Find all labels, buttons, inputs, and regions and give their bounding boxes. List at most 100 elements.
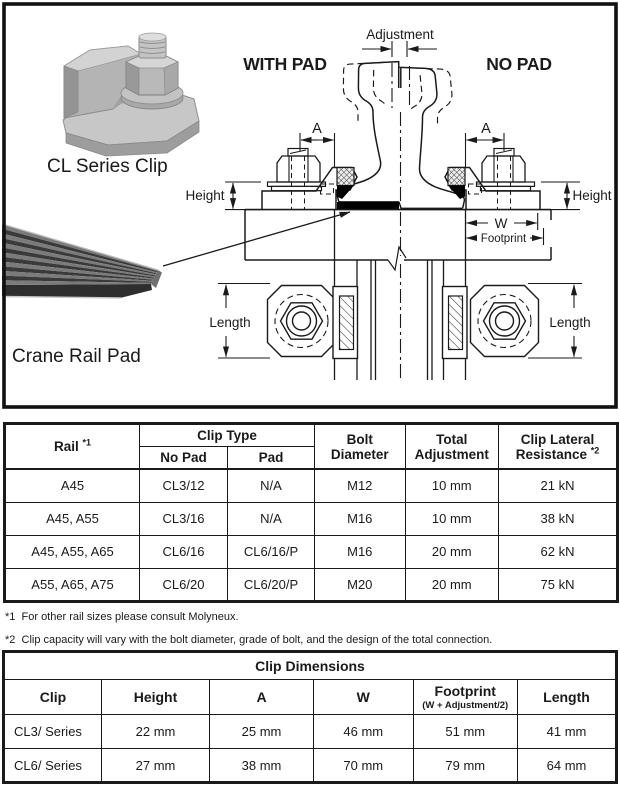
table2-title: Clip Dimensions bbox=[3, 651, 617, 680]
cell-height: 22 mm bbox=[101, 714, 210, 749]
cell-text: No Pad bbox=[160, 450, 207, 465]
cell-a: 38 mm bbox=[209, 748, 314, 783]
cell-bolt: M12 bbox=[314, 468, 406, 503]
diagram-panel: CL Series Clip Crane Rail Pad bbox=[1, 2, 618, 409]
cell-text: Clip Dimensions bbox=[255, 658, 365, 674]
cell-w: 70 mm bbox=[313, 748, 414, 783]
dim-a-right-label: A bbox=[481, 121, 491, 137]
clip-photo bbox=[62, 32, 200, 157]
pad-photo bbox=[1, 223, 162, 299]
cell-text: Bolt bbox=[346, 431, 373, 447]
cell-a: 25 mm bbox=[209, 714, 314, 749]
cell-bolt: M16 bbox=[314, 534, 406, 569]
height-left-label: Height bbox=[185, 188, 224, 203]
cell-w: 46 mm bbox=[313, 714, 414, 749]
clip-dimensions-table: Clip Dimensions Clip Height A W Footprin… bbox=[2, 650, 618, 784]
table-row: A45, A55 CL3/16 N/A M16 10 mm 38 kN bbox=[4, 501, 619, 536]
w-label: W bbox=[495, 216, 508, 231]
cell-text: Length bbox=[543, 689, 590, 705]
cell-footprint: 79 mm bbox=[412, 748, 518, 783]
footnote-1: *1 For other rail sizes please consult M… bbox=[5, 611, 239, 623]
footnote-2: *2 Clip capacity will vary with the bolt… bbox=[5, 634, 493, 646]
cell-resistance: 75 kN bbox=[498, 567, 619, 602]
cell-clip: CL6/ Series bbox=[3, 748, 102, 783]
cell-clip: CL3/ Series bbox=[3, 714, 102, 749]
col-header-a: A bbox=[209, 679, 314, 715]
pad-caption: Crane Rail Pad bbox=[12, 346, 141, 367]
no-pad-label: NO PAD bbox=[486, 54, 552, 74]
cell-resistance: 62 kN bbox=[498, 534, 619, 569]
pad-leader-arrow bbox=[162, 211, 351, 267]
break-symbol bbox=[387, 245, 407, 272]
footnote-marker: *1 bbox=[82, 437, 92, 448]
length-left-label: Length bbox=[209, 315, 250, 330]
cell-text: Resistance bbox=[515, 446, 588, 462]
dim-a-left-label: A bbox=[312, 121, 322, 137]
col-header-pad: Pad bbox=[226, 446, 316, 470]
table-subheader-row: No Pad Pad bbox=[5, 446, 618, 470]
header-subtext: (W + Adjustment/2) bbox=[422, 700, 509, 711]
cell-text: Rail bbox=[53, 439, 79, 454]
cell-resistance: 21 kN bbox=[498, 468, 619, 503]
height-right-label: Height bbox=[572, 188, 611, 203]
cell-text: Clip Type bbox=[197, 428, 257, 443]
table-row: CL3/ Series 22 mm 25 mm 46 mm 51 mm 41 m… bbox=[3, 714, 617, 749]
col-header-no-pad: No Pad bbox=[139, 446, 228, 470]
clip-elevation-left bbox=[261, 147, 358, 210]
clip-plan-right bbox=[441, 284, 540, 360]
cell-pad: CL6/20/P bbox=[226, 567, 316, 602]
rail-drawing bbox=[244, 60, 552, 380]
footprint-label: Footprint bbox=[481, 233, 527, 245]
cell-length: 41 mm bbox=[517, 714, 617, 749]
cell-bolt: M16 bbox=[314, 501, 406, 536]
cell-text: Height bbox=[133, 689, 178, 705]
cell-footprint: 51 mm bbox=[412, 714, 518, 749]
cell-adjustment: 20 mm bbox=[404, 534, 500, 569]
cell-adjustment: 20 mm bbox=[404, 567, 500, 602]
cell-text: Pad bbox=[258, 450, 284, 465]
col-header-height: Height bbox=[101, 679, 210, 715]
cell-text: Clip Lateral bbox=[520, 431, 595, 447]
cell-text: A bbox=[256, 689, 267, 705]
rail-pad-strip bbox=[337, 202, 399, 210]
col-header-length: Length bbox=[517, 679, 617, 715]
dimension-lines bbox=[218, 41, 582, 359]
col-header-clip-type: Clip Type bbox=[138, 423, 316, 447]
cell-no-pad: CL6/20 bbox=[139, 567, 228, 602]
cell-text: Adjustment bbox=[414, 446, 489, 462]
clip-elevation-right bbox=[444, 147, 541, 210]
cell-height: 27 mm bbox=[101, 748, 210, 783]
cell-no-pad: CL6/16 bbox=[139, 534, 228, 569]
cell-pad: N/A bbox=[226, 501, 316, 536]
length-right-label: Length bbox=[549, 315, 590, 330]
cell-pad: N/A bbox=[226, 468, 316, 503]
cell-adjustment: 10 mm bbox=[404, 501, 500, 536]
col-header-rail: Rail *1 bbox=[4, 423, 140, 470]
col-header-footprint: Footprint(W + Adjustment/2) bbox=[412, 679, 518, 715]
table-row: A45, A55, A65 CL6/16 CL6/16/P M16 20 mm … bbox=[4, 534, 619, 569]
rail-centerlines bbox=[391, 63, 411, 380]
cell-resistance: 38 kN bbox=[498, 501, 619, 536]
cell-adjustment: 10 mm bbox=[404, 468, 500, 503]
cell-no-pad: CL3/16 bbox=[139, 501, 228, 536]
cell-rail: A55, A65, A75 bbox=[4, 567, 140, 602]
table2-title-row: Clip Dimensions bbox=[3, 651, 617, 680]
adjustment-label: Adjustment bbox=[366, 27, 434, 42]
footnote-marker: *2 bbox=[590, 445, 600, 455]
table-row: A45 CL3/12 N/A M12 10 mm 21 kN bbox=[4, 468, 619, 503]
cell-text: Footprint bbox=[434, 683, 496, 699]
cell-pad: CL6/16/P bbox=[226, 534, 316, 569]
cell-text: Diameter bbox=[330, 446, 389, 462]
cell-text: Total bbox=[436, 431, 468, 447]
col-header-clip: Clip bbox=[3, 679, 102, 715]
rail-adjustment-envelope-dashed bbox=[342, 61, 453, 124]
table-row: CL6/ Series 27 mm 38 mm 70 mm 79 mm 64 m… bbox=[3, 748, 617, 783]
cell-text: Clip bbox=[39, 689, 67, 705]
with-pad-label: WITH PAD bbox=[243, 54, 327, 74]
cell-text: W bbox=[356, 689, 370, 705]
clip-photo-caption: CL Series Clip bbox=[47, 156, 168, 177]
cell-bolt: M20 bbox=[314, 567, 406, 602]
